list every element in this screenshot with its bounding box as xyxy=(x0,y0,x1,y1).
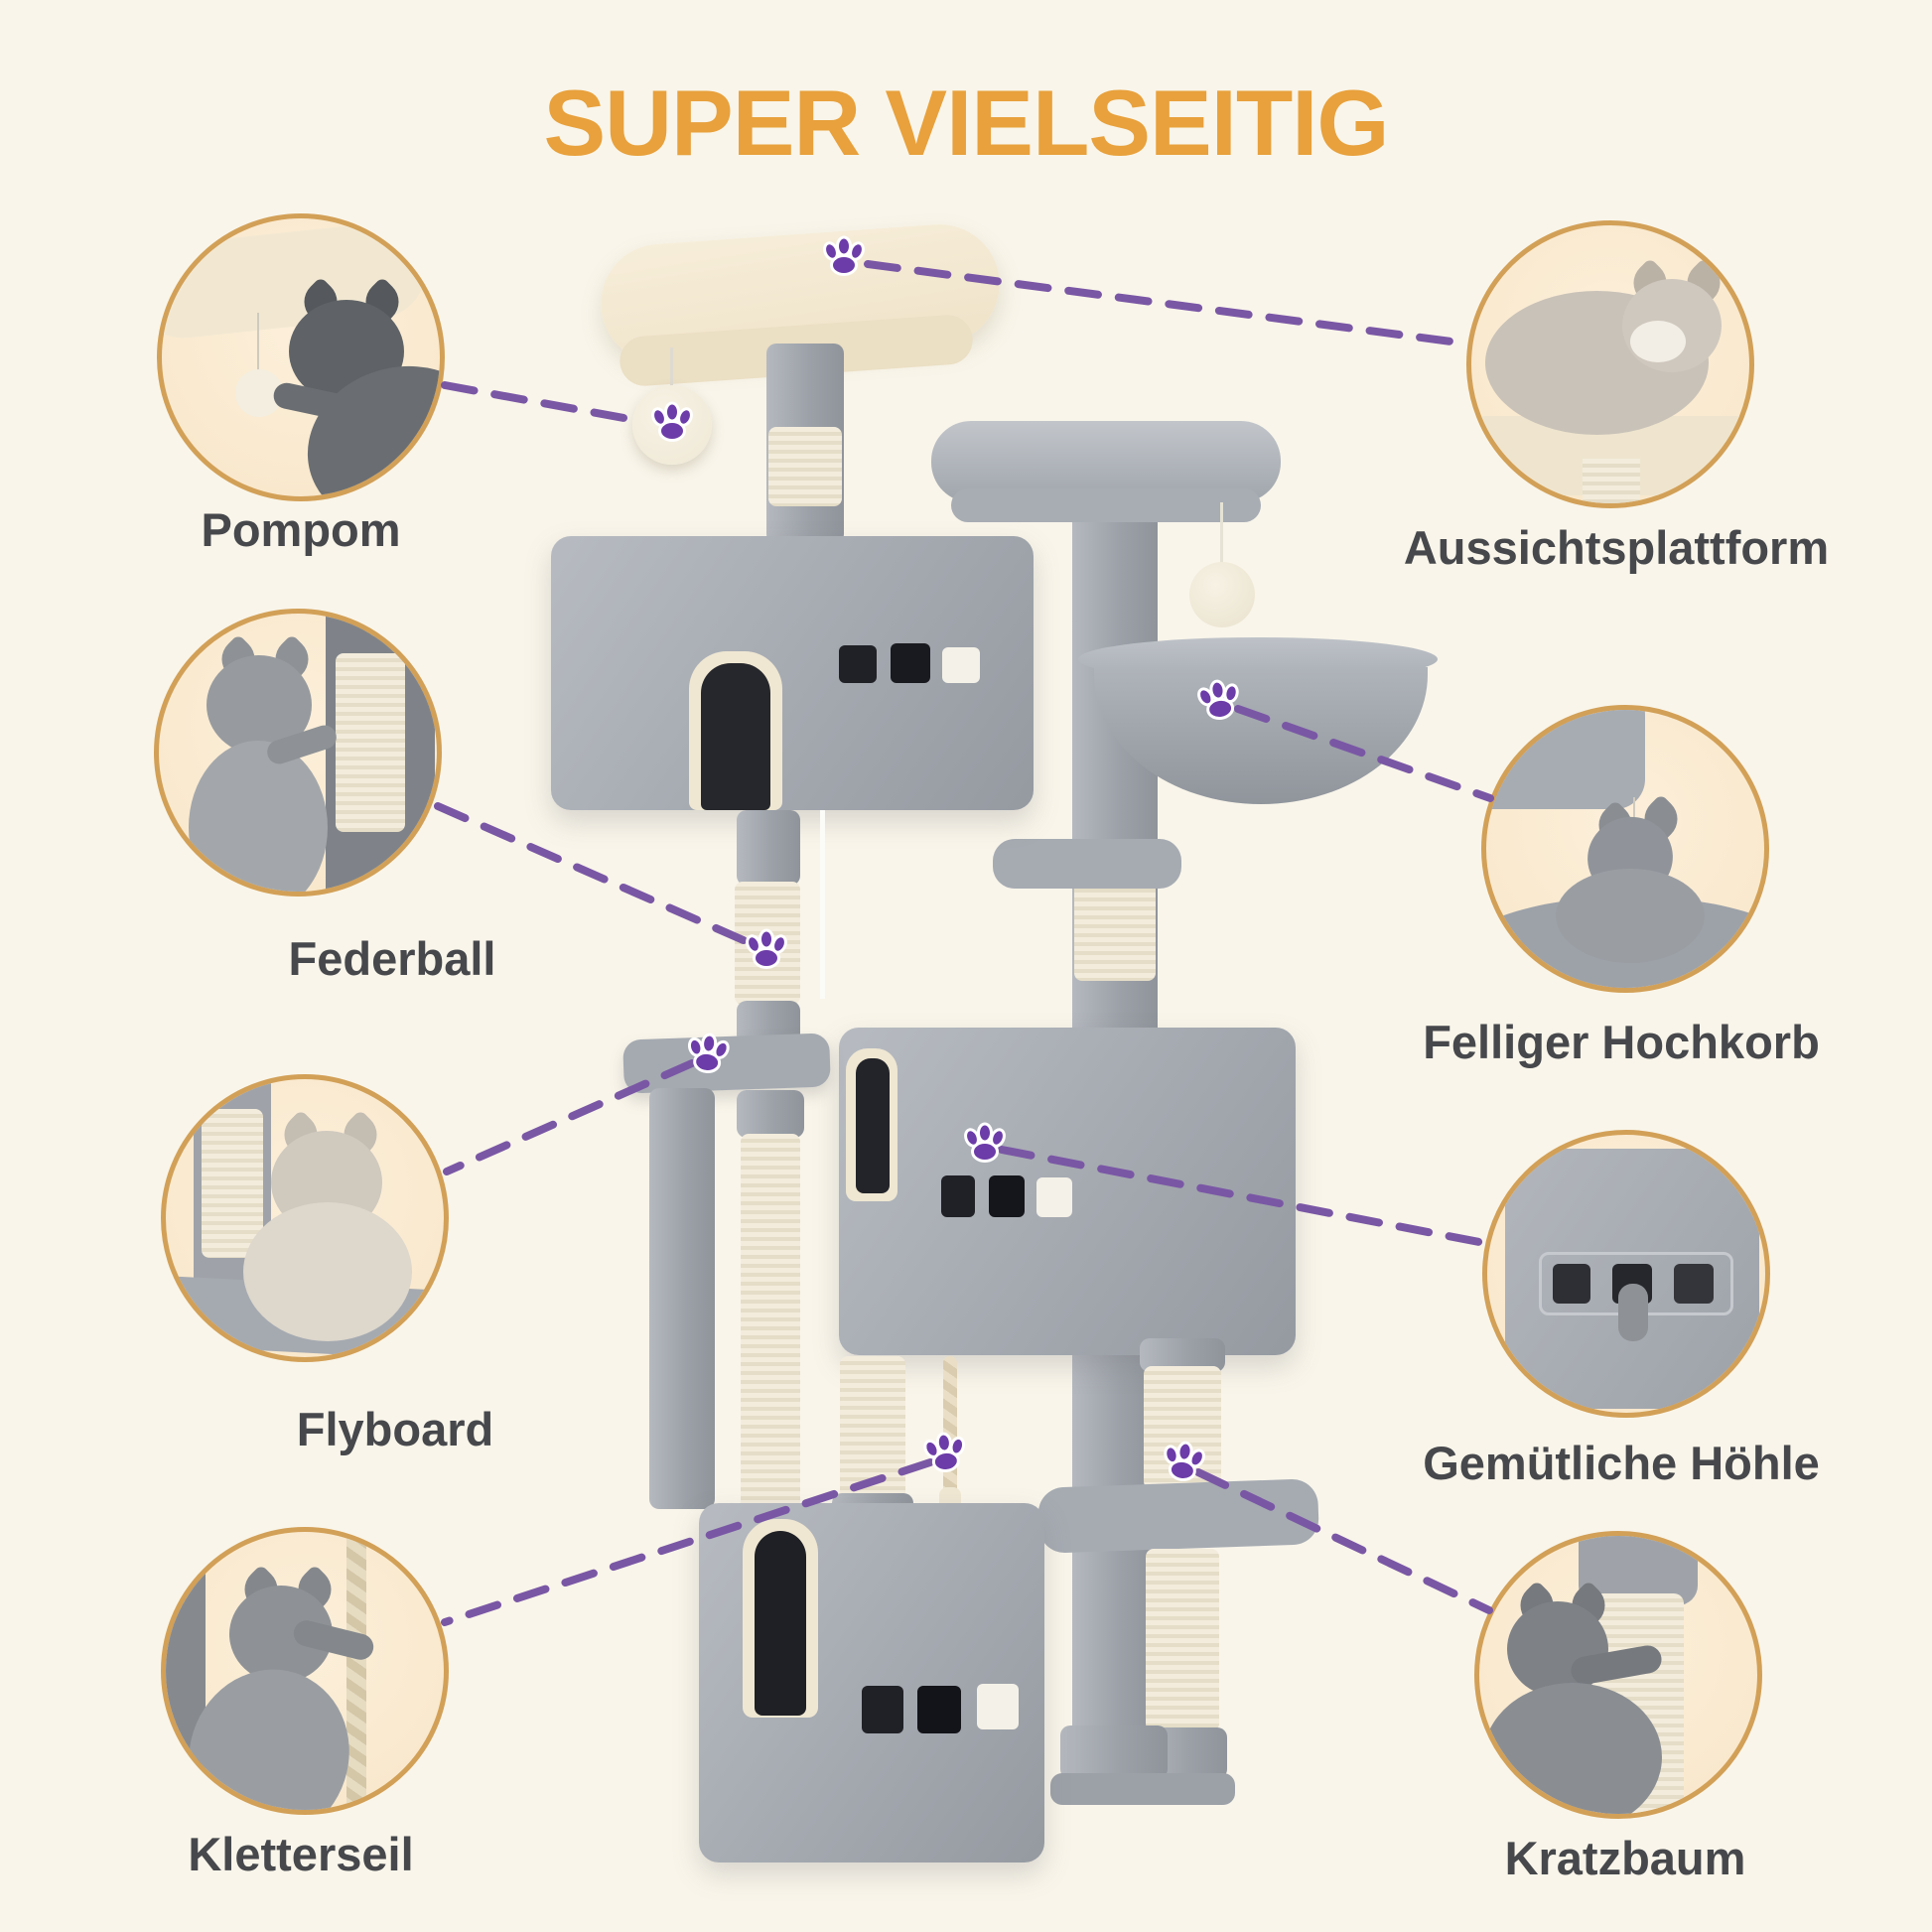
cat-paw-through-hole xyxy=(1618,1284,1648,1341)
sisal-illustration xyxy=(336,653,405,832)
callout-circle-hochkorb xyxy=(1481,705,1769,993)
cat-body xyxy=(189,741,328,892)
callout-label-hoehle: Gemütliche Höhle xyxy=(1423,1437,1820,1489)
tree-bottom-condo-window xyxy=(917,1686,961,1733)
callout-label-aussichtsplattform: Aussichtsplattform xyxy=(1403,521,1830,574)
callout-label-flyboard: Flyboard xyxy=(296,1403,494,1455)
callout-aussichtsplattform: Aussichtsplattform xyxy=(1404,220,1829,574)
cat-body xyxy=(1556,869,1705,963)
callout-flyboard: Flyboard xyxy=(161,1074,493,1455)
callout-label-federball: Federball xyxy=(288,932,496,985)
window-hole xyxy=(1674,1264,1714,1304)
callout-circle-hoehle xyxy=(1482,1130,1770,1418)
tree-middle-condo-window xyxy=(1036,1177,1072,1217)
callout-pompom: Pompom xyxy=(157,213,445,556)
tree-upper-condo-window xyxy=(942,647,980,683)
connector-line-pompom xyxy=(441,381,633,423)
rope-illustration xyxy=(346,1532,366,1810)
callout-circle-flyboard xyxy=(161,1074,449,1362)
tree-pompom-string xyxy=(670,347,673,391)
tree-bottom-condo-window xyxy=(977,1684,1019,1729)
connector-line-federball xyxy=(434,802,750,945)
callout-kletterseil: Kletterseil xyxy=(161,1527,449,1880)
tree-right-top-platform-lip xyxy=(951,488,1261,522)
callout-label-hochkorb: Felliger Hochkorb xyxy=(1423,1016,1820,1068)
tree-right-post-foot xyxy=(1060,1725,1168,1779)
tree-lower-post-sisal xyxy=(741,1134,800,1509)
tree-hammock-bracket xyxy=(993,839,1181,889)
tree-teaser-cord xyxy=(820,810,825,999)
tree-middle-condo-window xyxy=(941,1175,975,1217)
tree-right-post3-sisal xyxy=(1146,1549,1219,1731)
sisal-illustration xyxy=(202,1109,263,1258)
tree-lower-post-cap xyxy=(737,1090,804,1138)
tree-hanging-ball xyxy=(1189,562,1255,627)
tree-right-shelf xyxy=(1036,1478,1320,1554)
tree-middle-condo-entry xyxy=(856,1058,890,1193)
tree-mid-post-cap xyxy=(737,810,800,886)
callout-circle-kratzbaum xyxy=(1474,1531,1762,1819)
tree-bottom-condo-window xyxy=(862,1686,903,1733)
callout-label-kratzbaum: Kratzbaum xyxy=(1504,1832,1746,1884)
cat-muzzle xyxy=(1630,321,1686,362)
tree-pompom-ball xyxy=(632,385,712,465)
tree-right-post2-sisal xyxy=(1144,1366,1221,1489)
callout-kratzbaum: Kratzbaum xyxy=(1474,1531,1762,1884)
cat-body xyxy=(1483,1683,1662,1814)
callout-hochkorb: Felliger Hochkorb xyxy=(1423,705,1820,1068)
tree-upper-condo-window xyxy=(891,643,930,683)
cat-body xyxy=(243,1202,412,1341)
tree-top-post-sisal xyxy=(768,427,842,506)
callout-federball: Federball xyxy=(154,609,495,985)
tree-mid-post-sisal xyxy=(735,882,800,1005)
tree-upper-condo-window xyxy=(839,645,877,683)
tree-hanging-ball-string xyxy=(1220,502,1223,564)
callout-hoehle: Gemütliche Höhle xyxy=(1423,1130,1820,1489)
window-hole xyxy=(1553,1264,1590,1304)
platform-illustration xyxy=(1486,710,1645,809)
tree-bottom-condo-entry xyxy=(755,1531,806,1716)
tree-upper-condo-entry xyxy=(701,663,770,810)
page-title: SUPER VIELSEITIG xyxy=(543,70,1389,175)
callout-label-kletterseil: Kletterseil xyxy=(188,1828,414,1880)
string-illustration xyxy=(257,313,259,374)
tree-center-post-sisal xyxy=(840,1356,905,1503)
callout-circle-pompom xyxy=(157,213,445,501)
callout-circle-aussichtsplattform xyxy=(1466,220,1754,508)
tree-lower-post-gray xyxy=(649,1088,715,1509)
tree-flyboard xyxy=(622,1033,831,1094)
tree-right-base xyxy=(1050,1773,1235,1805)
tree-middle-condo-window xyxy=(989,1175,1025,1217)
sisal-illustration xyxy=(1583,459,1640,503)
callout-label-pompom: Pompom xyxy=(201,503,401,556)
callout-circle-federball xyxy=(154,609,442,897)
callout-circle-kletterseil xyxy=(161,1527,449,1815)
tree-climbing-rope xyxy=(943,1356,957,1495)
